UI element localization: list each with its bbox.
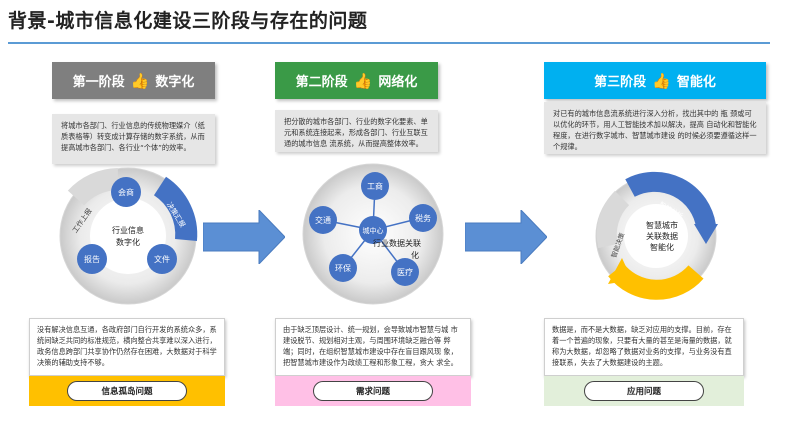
- node-environment: [329, 254, 357, 282]
- stage-3-issue-band: 应用问题: [544, 376, 744, 406]
- hub-node: [359, 216, 387, 244]
- stage-1-diagram: 会商 文件 报告 工作上报 决策汇报 行业信息 数字化: [59, 167, 198, 305]
- circle-node-meeting: [111, 177, 141, 207]
- thumbs-up-icon: 👍: [130, 71, 150, 90]
- stage-1-center-line2: 数字化: [116, 237, 140, 247]
- node-tax-label: 税务: [415, 213, 431, 223]
- node-commerce: [361, 172, 389, 200]
- node-medical: [391, 258, 419, 286]
- thumbs-up-icon: 👍: [353, 71, 373, 90]
- stage-1-problem: 没有解决信息互通，各政府部门自行开发的系统众多，系统间缺乏共同的标准规范，横向整…: [29, 318, 225, 376]
- stage-2-label: 第二阶段: [295, 75, 348, 90]
- node-commerce-label: 工商: [367, 181, 383, 191]
- stage-1-description: 将城市各部门、行业信息的传统物理媒介（纸质表格等）转变成计算存储的数字系统，从而…: [52, 114, 215, 164]
- node-medical-label: 医疗: [397, 267, 413, 277]
- stage-3-issue-button[interactable]: 应用问题: [584, 381, 704, 401]
- node-environment-label: 环保: [335, 263, 351, 273]
- stage-2-description: 把分散的城市各部门、行业的数字化要素、单元和系统连接起来，形成各部门、行业互联互…: [275, 110, 438, 152]
- stage-2-problem: 由于缺乏顶层设计、统一规划，会导致城市智慧与城 市建设脱节、规划相对主观，与周围…: [275, 318, 471, 376]
- stage-1-label: 第一阶段: [72, 75, 125, 90]
- node-tax: [409, 204, 437, 232]
- stage-1-issue-band: 信息孤岛问题: [29, 376, 225, 406]
- stage-1-header: 第一阶段 👍 数字化: [52, 62, 215, 99]
- stage-3-name: 智能化: [676, 75, 716, 90]
- stage-1-issue-button[interactable]: 信息孤岛问题: [67, 381, 187, 401]
- stage-2-center-line1: 行业数据关联: [373, 238, 421, 248]
- stage-3-description: 对已有的城市信息流系统进行深入分析，找出其中的 瓶 颈或可以优化的环节，用人工智…: [544, 102, 766, 154]
- stage-1-center-line1: 行业信息: [112, 225, 144, 235]
- hub-label: 城中心: [363, 226, 384, 235]
- node-report-label: 报告: [84, 254, 100, 264]
- stage-2-issue-band: 需求问题: [275, 376, 471, 406]
- stage-2-header: 第二阶段 👍 网络化: [275, 62, 438, 99]
- stage-2-diagram: 城中心 工商 税务 医疗 环保 交通 行业数据关联 化: [302, 163, 444, 305]
- stage-3-center-line1: 智慧城市: [646, 220, 678, 230]
- node-meeting-label: 会商: [118, 187, 134, 197]
- node-traffic: [309, 206, 337, 234]
- stage-3-problem: 数据是，而不是大数据，缺乏对应用的支撑。目前，存在着一个普遍的现象，只要有大量的…: [544, 318, 744, 376]
- stage-2-issue-button[interactable]: 需求问题: [313, 381, 433, 401]
- stage-2-center-line2: 化: [411, 250, 419, 260]
- stage-3-center-line2: 关联数据: [646, 231, 678, 241]
- arrow-right-icon: [203, 210, 285, 264]
- stage-2-name: 网络化: [378, 75, 418, 90]
- stage-3-diagram: 智能分析 智能决策 智慧城市 关联数据 智能化: [595, 171, 718, 300]
- page-title: 背景-城市信息化建设三阶段与存在的问题: [8, 10, 368, 32]
- arrow-right-icon: [465, 210, 547, 264]
- stage-1-name: 数字化: [155, 75, 195, 90]
- stage-3-header: 第三阶段 👍 智能化: [544, 62, 766, 99]
- circle-node-file: [147, 244, 177, 274]
- thumbs-up-icon: 👍: [652, 71, 671, 90]
- stage-3-center-line3: 智能化: [650, 242, 674, 252]
- node-file-label: 文件: [154, 254, 170, 264]
- node-traffic-label: 交通: [315, 215, 331, 225]
- circle-node-report: [77, 244, 107, 274]
- title-divider: [8, 42, 770, 44]
- stage-3-label: 第三阶段: [594, 75, 647, 90]
